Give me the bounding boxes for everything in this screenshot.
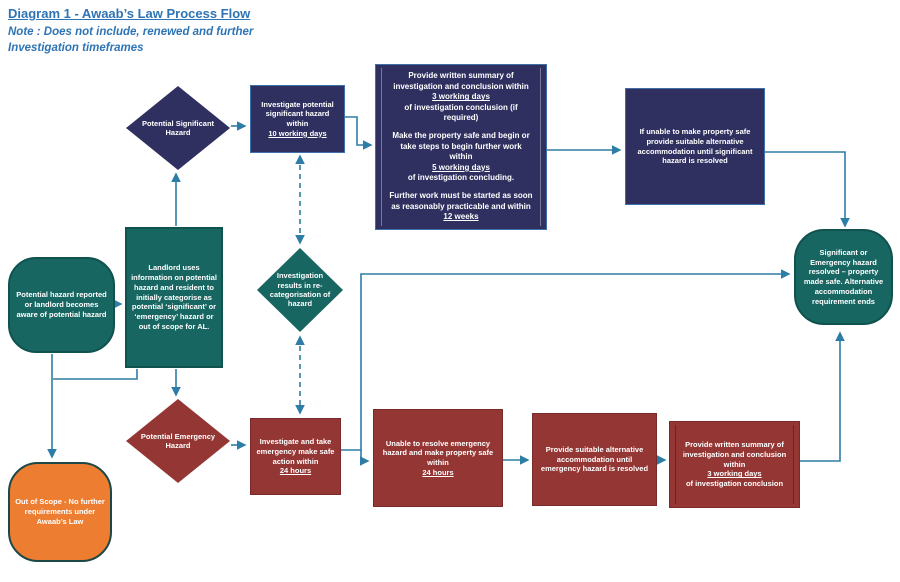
node-landlord-categorise: Landlord uses information on potential h… [125,227,223,368]
node-unable-resolve-emergency-label: Unable to resolve emergency hazard and m… [382,438,494,477]
node-landlord-categorise-label: Landlord uses information on potential h… [131,263,217,331]
connector-ifunable-to-resolved [765,151,850,228]
node-investigate-emergency: Investigate and take emergency make safe… [250,418,341,495]
node-written-summary-emergency-label: Provide written summary of investigation… [682,440,787,489]
node-written-summary-emergency: Provide written summary of investigation… [669,421,800,508]
node-if-unable-property-safe-label: If unable to make property safe provide … [637,127,753,166]
connector-investigate-to-unable [341,449,370,466]
node-hazard-resolved-label: Significant or Emergency hazard resolved… [803,247,884,306]
node-out-of-scope: Out of Scope - No further requirements u… [8,462,112,562]
node-hazard-reported-label: Potential hazard reported or landlord be… [16,290,107,319]
node-alternative-accommodation-label: Provide suitable alternative accommodati… [540,444,649,474]
node-potential-significant-label: Potential Significant Hazard [141,118,215,137]
connector-investigate-to-summary [345,116,373,150]
connector-landlord-to-outofscope-elbow [53,369,138,380]
node-hazard-reported: Potential hazard reported or landlord be… [8,257,115,353]
node-investigate-significant-label: Investigate potential significant hazard… [261,99,334,138]
diagram-note: Note : Does not include, renewed and fur… [8,26,254,54]
node-alternative-accommodation: Provide suitable alternative accommodati… [532,413,657,506]
node-unable-resolve-emergency: Unable to resolve emergency hazard and m… [373,409,503,507]
node-potential-emergency-label: Potential Emergency Hazard [140,431,216,450]
diagram-title: Diagram 1 - Awaab’s Law Process Flow [8,6,251,21]
node-recategorisation-label: Investigation results in re-categorisati… [269,271,331,309]
node-investigate-significant: Investigate potential significant hazard… [250,85,345,153]
node-written-summary-significant-label: Provide written summary of investigation… [389,71,533,222]
node-if-unable-property-safe: If unable to make property safe provide … [625,88,765,205]
node-written-summary-significant: Provide written summary of investigation… [375,64,547,230]
node-investigate-emergency-label: Investigate and take emergency make safe… [256,437,335,476]
node-out-of-scope-label: Out of Scope - No further requirements u… [15,497,105,526]
node-hazard-resolved: Significant or Emergency hazard resolved… [794,229,893,325]
connector-madesafe-to-resolved [360,269,791,450]
connector-written-to-resolved [800,331,845,462]
